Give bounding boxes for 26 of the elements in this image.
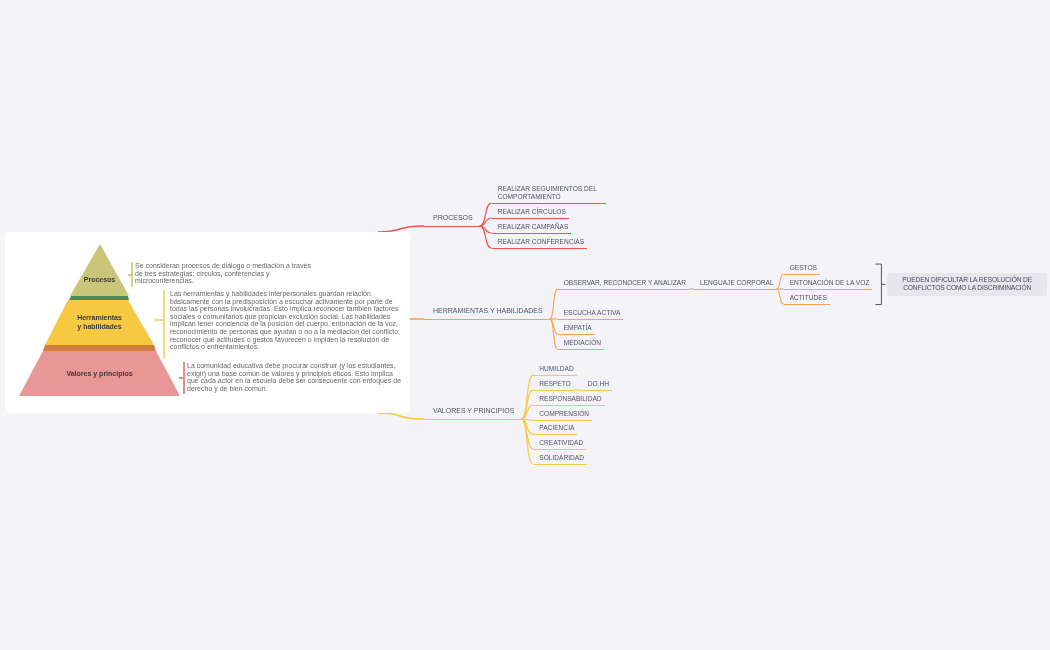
pyramid-tier	[70, 244, 129, 296]
branch-line	[549, 318, 559, 350]
branch-line	[776, 288, 785, 290]
branch-line	[479, 225, 493, 249]
branch-line	[520, 404, 534, 420]
branch-line	[479, 217, 493, 227]
branch-line	[776, 273, 785, 290]
branch-line	[520, 418, 534, 465]
branch-line	[776, 288, 785, 305]
branch-line	[573, 389, 583, 391]
image-card	[5, 232, 410, 413]
branch-line	[520, 374, 534, 420]
branch-line	[520, 389, 534, 420]
branch-line	[549, 318, 559, 320]
branch-line	[377, 225, 425, 233]
pyramid-tier	[45, 300, 154, 345]
branch-line	[479, 225, 493, 234]
branch-line	[377, 412, 425, 420]
branch-line	[520, 418, 534, 450]
branch-line	[409, 318, 425, 320]
branch-line	[520, 418, 534, 421]
pyramid-tier	[19, 351, 180, 396]
branch-line	[479, 202, 493, 227]
branch-line	[688, 288, 695, 290]
branch-line	[549, 318, 559, 335]
branch-line	[549, 288, 559, 320]
